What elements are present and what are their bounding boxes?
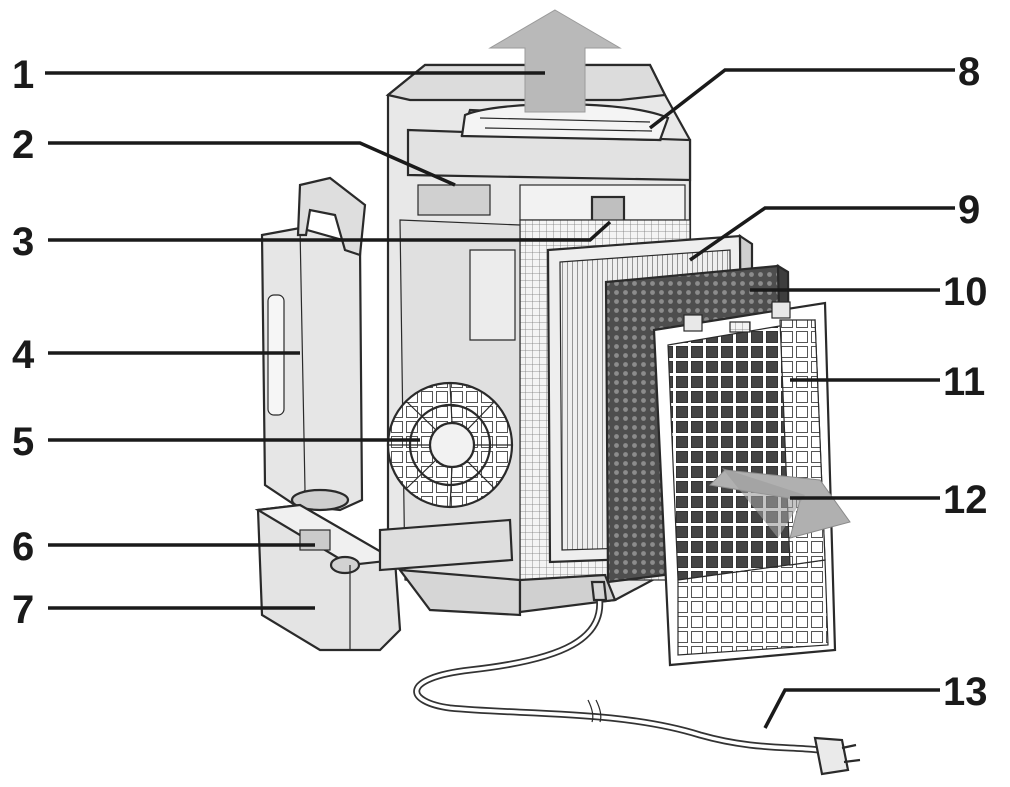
- callout-10: 10: [943, 270, 988, 314]
- water-tray: [254, 503, 402, 652]
- humidifying-filter: [378, 381, 514, 572]
- callout-8: 8: [958, 50, 980, 94]
- callout-12: 12: [943, 478, 988, 522]
- callout-2: 2: [12, 123, 34, 167]
- power-cord: [413, 580, 834, 756]
- leader-lines: [45, 68, 955, 729]
- callout-4: 4: [12, 333, 35, 377]
- callout-3: 3: [12, 220, 34, 264]
- callout-6: 6: [12, 525, 34, 569]
- power-plug: [813, 736, 861, 776]
- air-outlet-arrow: [488, 9, 622, 113]
- air-inlet-arrow: [708, 468, 851, 539]
- callout-1: 1: [12, 53, 34, 97]
- callout-9: 9: [958, 188, 980, 232]
- callout-numbers: 1 2 3 4 5 6 7 8 9 10 11 12 13: [12, 50, 988, 714]
- callout-5: 5: [12, 420, 34, 464]
- callout-11: 11: [943, 360, 985, 404]
- callout-7: 7: [12, 588, 34, 632]
- callout-13: 13: [943, 670, 988, 714]
- water-tank: [260, 176, 367, 512]
- louver: [460, 103, 670, 142]
